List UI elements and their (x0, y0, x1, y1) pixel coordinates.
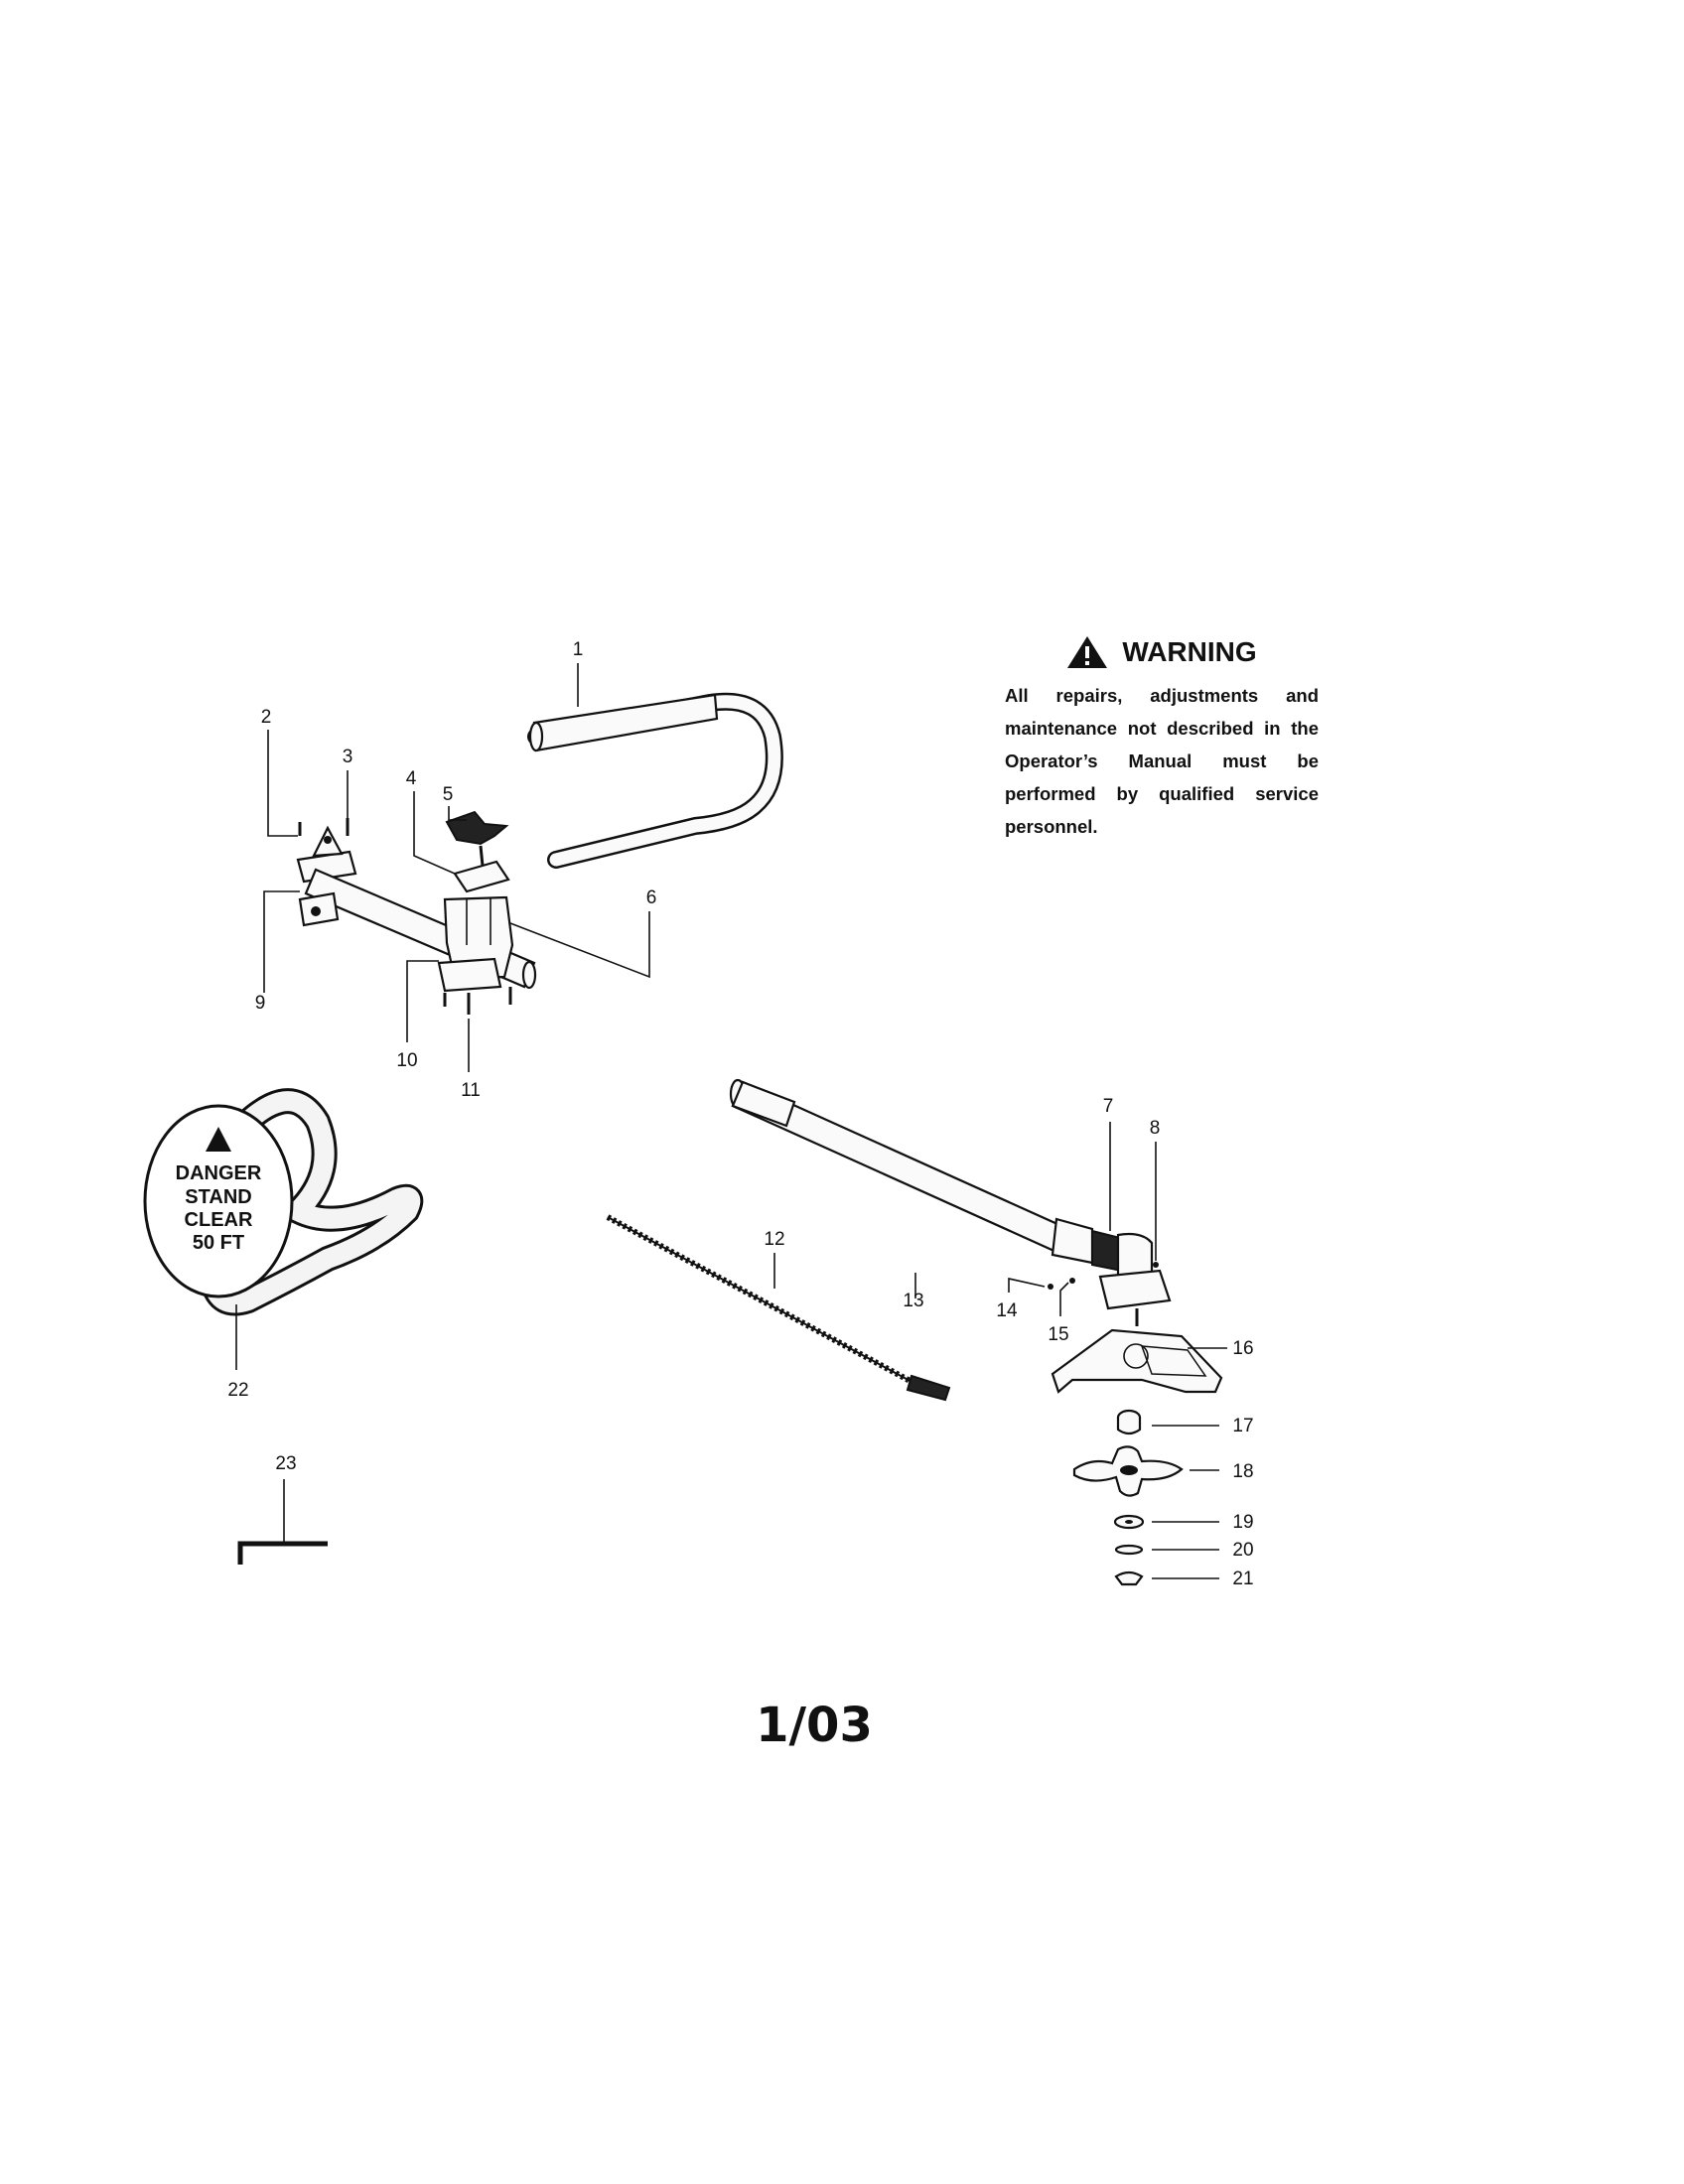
danger-line-4: 50 FT (193, 1232, 244, 1254)
lower-clamp (437, 957, 512, 1015)
callout-17: 17 (1232, 1416, 1253, 1436)
handle-tube (304, 868, 537, 990)
drive-shaft-tube (729, 1078, 1070, 1255)
handle-bar (527, 692, 783, 869)
spacer-nut (1116, 1409, 1142, 1435)
warning-title: WARNING (1122, 636, 1257, 667)
washers-and-nut (1113, 1514, 1145, 1586)
callout-3: 3 (343, 747, 353, 767)
callout-11: 11 (461, 1080, 481, 1101)
callout-16: 16 (1232, 1338, 1253, 1359)
callout-numbers: 1 2 3 4 5 6 7 8 9 10 11 12 13 14 15 16 1… (227, 639, 1253, 1589)
blade (1072, 1445, 1184, 1497)
callout-7: 7 (1103, 1096, 1114, 1117)
warning-triangle-icon (1067, 636, 1108, 668)
callout-10: 10 (396, 1050, 417, 1071)
leader-lines (235, 663, 1227, 1579)
handle-clamp-bracket (296, 818, 357, 884)
callout-4: 4 (406, 768, 417, 789)
callout-2: 2 (261, 707, 272, 728)
danger-line-2: STAND (185, 1186, 251, 1208)
small-clamp (298, 891, 340, 927)
warning-text: All repairs, adjustments and maintenance… (1005, 685, 1319, 837)
danger-line-3: CLEAR (185, 1209, 253, 1231)
callout-19: 19 (1232, 1512, 1253, 1533)
callout-14: 14 (996, 1300, 1018, 1321)
callout-8: 8 (1150, 1118, 1161, 1139)
callout-1: 1 (573, 639, 584, 660)
callout-22: 22 (227, 1380, 248, 1401)
callout-15: 15 (1048, 1324, 1068, 1345)
callout-12: 12 (764, 1229, 784, 1250)
danger-line-1: DANGER (176, 1162, 262, 1184)
clamp-knob (445, 810, 510, 893)
callout-9: 9 (255, 993, 266, 1014)
gear-head (1048, 1217, 1172, 1326)
warning-box: WARNING All repairs, adjustments and mai… (1005, 635, 1319, 843)
callout-5: 5 (443, 784, 454, 805)
shoulder-harness: DANGER STAND CLEAR 50 FT (143, 1088, 424, 1316)
callout-13: 13 (903, 1291, 923, 1311)
callout-21: 21 (1232, 1569, 1253, 1589)
callout-20: 20 (1232, 1540, 1253, 1561)
warning-heading: WARNING (1005, 635, 1319, 669)
callout-23: 23 (275, 1453, 296, 1474)
hex-key (237, 1541, 328, 1565)
debris-shield (1051, 1328, 1223, 1394)
callout-18: 18 (1232, 1461, 1253, 1482)
drive-cable (606, 1214, 951, 1402)
callout-6: 6 (646, 887, 657, 908)
page-footer-code: 1/03 (756, 1698, 873, 1753)
